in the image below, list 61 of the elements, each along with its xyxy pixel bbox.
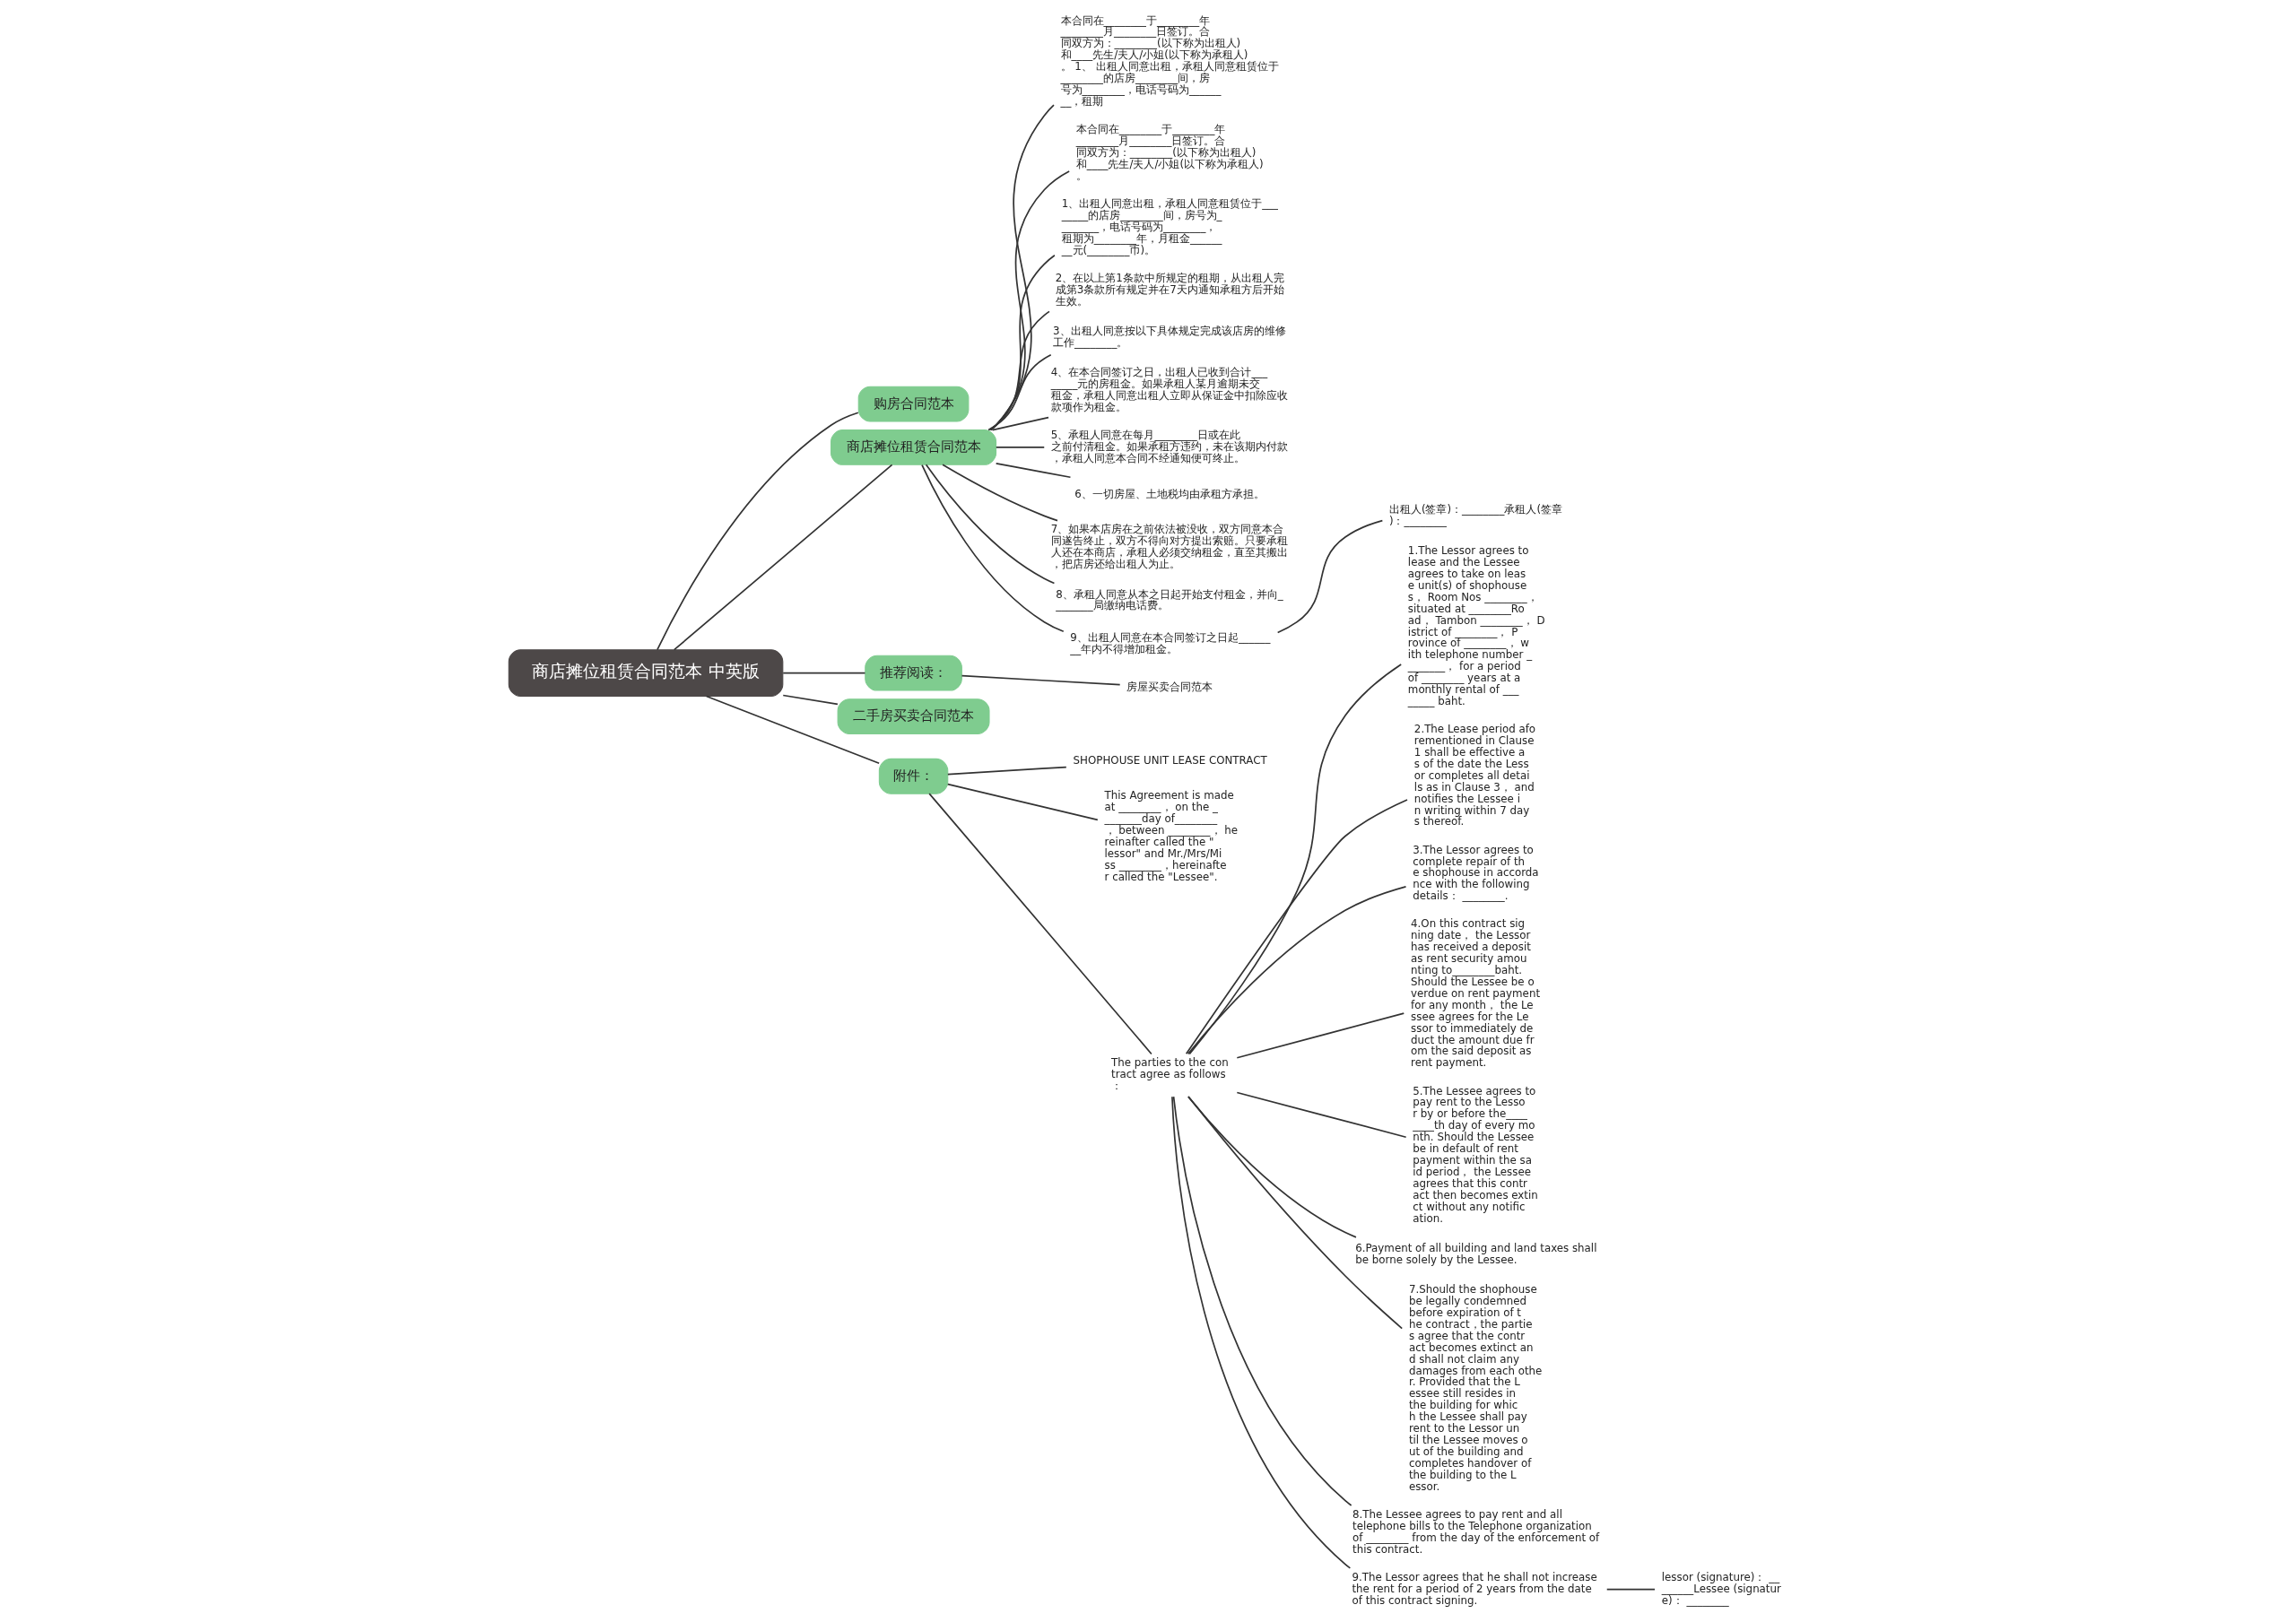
node-text: 9.The Lessor agrees that he shall not increase the rent for a period of 2 years from the date of this contract signing. xyxy=(1351,1570,1597,1607)
connector xyxy=(989,254,1056,431)
connector xyxy=(946,783,1099,821)
connector xyxy=(989,170,1070,431)
connector xyxy=(961,674,1121,686)
node-text: 房屋买卖合同范本 xyxy=(1126,680,1213,693)
node-text: 3、出租人同意按以下具体规定完成该店房的维修工作________。 xyxy=(1052,324,1286,349)
node-text: 1、出租人同意出租，承租人同意租赁位于________的店房________间，房号为________，电话号码为________，租期为________年，月租金________元(________币)。 xyxy=(1061,196,1278,256)
node-text: 7.Should the shophouse be legally condemned before expiration of the contract，the parties agree that the contract becomes extinct and shall not claim any damages from each other. Provided that the Lessee still resides in the building for which the Lessee shall pay rent to the Lessor until the Lessee moves out of the building and completes handover of the building to the Lessor. xyxy=(1408,1283,1542,1493)
connector xyxy=(995,447,1045,448)
connector xyxy=(1185,799,1408,1055)
connector xyxy=(781,672,865,674)
node-box: 推荐阅读： xyxy=(864,655,962,691)
connector xyxy=(673,464,892,651)
node-text: 出租人(签章)：________承租人(签章)：________ xyxy=(1388,502,1562,527)
node-text: 8、承租人同意从本之日起开始支付租金，并向________局缴纳电话费。 xyxy=(1055,587,1283,612)
connector xyxy=(989,104,1055,431)
connector xyxy=(927,793,1152,1055)
node-text: 4.On this contract signing date， the Lessor has received a deposit as rent security amounting to________baht. Should the Lessee be overdue on rent payment for any month， the Lessee agrees for the Lessor to immediately deduct the amount due from the said deposit as rent payment. xyxy=(1410,917,1540,1070)
node-text: 6、一切房屋、土地税均由承租方承担。 xyxy=(1074,487,1265,500)
node-box: 商店摊位租赁合同范本 中英版 xyxy=(508,649,783,698)
node-box: 商店摊位租赁合同范本 xyxy=(830,429,996,465)
connector xyxy=(987,353,1052,431)
node-text: 3.The Lessor agrees to complete repair of the shophouse in accordance with the following details： ________. xyxy=(1412,843,1539,903)
node-box: 附件： xyxy=(878,758,948,794)
connector xyxy=(1187,885,1406,1055)
node-text: 2.The Lease period aforementioned in Clause 1 shall be effective as of the date the Lessor completes all details as in Clause 3， and notifies the Lessee in writing within 7 days thereof. xyxy=(1413,723,1535,828)
connector xyxy=(995,462,1071,479)
node-text: 6.Payment of all building and land taxes shall be borne solely by the Lessee. xyxy=(1354,1241,1596,1266)
node-text: This Agreement is made at ________， on the ________day of________ ， between ________， hereinafter called the "lessor" and Mr./Mrs/Miss ________，hereinafter called the "Lessee". xyxy=(1104,789,1238,883)
connector xyxy=(705,695,880,765)
connector xyxy=(781,694,839,706)
connector xyxy=(925,464,1055,585)
connector xyxy=(656,412,859,651)
connector xyxy=(1187,1096,1403,1330)
connector xyxy=(946,766,1067,776)
connector xyxy=(1188,664,1402,1055)
connector xyxy=(920,464,1065,633)
connector xyxy=(941,464,1058,522)
connector xyxy=(991,416,1049,431)
connector xyxy=(1187,1096,1357,1238)
connector xyxy=(1235,1091,1406,1139)
connector xyxy=(1276,519,1383,634)
node-text: 4、在本合同签订之日，出租人已收到合计________元的房租金。如果承租人某月逾期未交租金，承租人同意出租人立即从保证金中扣除应收款项作为租金。 xyxy=(1050,366,1288,413)
node-text: lessor (signature)： ________Lessee (signature)： ________ xyxy=(1661,1570,1781,1607)
node-text: 8.The Lessee agrees to pay rent and all telephone bills to the Telephone organization of ________ from the day of the enforcement of this contract. xyxy=(1352,1507,1599,1556)
node-text: 本合同在________于________年________月________日签订。合同双方为：________(以下称为出租人)和____先生/夫人/小姐(以下称为承租人)。 xyxy=(1075,123,1264,182)
node-text: SHOPHOUSE UNIT LEASE CONTRACT xyxy=(1073,753,1267,767)
node-text: 5.The Lessee agrees to pay rent to the Lessor by or before the________th day of every month. Should the Lessee be in default of rent payment within the said period， the Lessee agrees that this contract then becomes extinct without any notification. xyxy=(1412,1084,1538,1225)
node-text: 9、出租人同意在本合同签订之日起________年内不得增加租金。 xyxy=(1069,630,1270,655)
node-box: 二手房买卖合同范本 xyxy=(837,698,990,734)
node-text: 7、如果本店房在之前依法被没收，双方同意本合同遂告终止，双方不得向对方提出索赔。只要承租人还在本商店，承租人必须交纳租金，直至其搬出，把店房还给出租人为止。 xyxy=(1050,523,1288,571)
node-text: The parties to the contract agree as follows： xyxy=(1110,1056,1229,1093)
connector xyxy=(988,310,1050,431)
node-text: 2、在以上第1条款中所规定的租期，从出租人完成第3条款所有规定并在7天内通知承租方后开始生效。 xyxy=(1055,271,1284,308)
node-text: 本合同在________于________年________月________日签订。合同双方为：________(以下称为出租人)和____先生/夫人/小姐(以下称为承租人)。 1、 出租人同意出租，承租人同意租赁位于________的店房________间，房号为________，电话号码为________，租期 xyxy=(1060,13,1279,108)
connector xyxy=(1235,1012,1405,1059)
node-box: 购房合同范本 xyxy=(857,386,969,422)
connector xyxy=(1605,1588,1656,1591)
node-text: 5、承租人同意在每月________日或在此之前付清租金。如果承租方违约，未在该期内付款，承租人同意本合同不经通知便可终止。 xyxy=(1050,429,1288,464)
node-text: 1.The Lessor agrees to lease and the Lessee agrees to take on lease unit(s) of shophouses， Room Nos ________， situated at ________Road， Tambon ________， District of ________， Province of ________， with telephone number ________， for a period of ________ years at a monthly rental of ________ baht. xyxy=(1407,544,1545,707)
